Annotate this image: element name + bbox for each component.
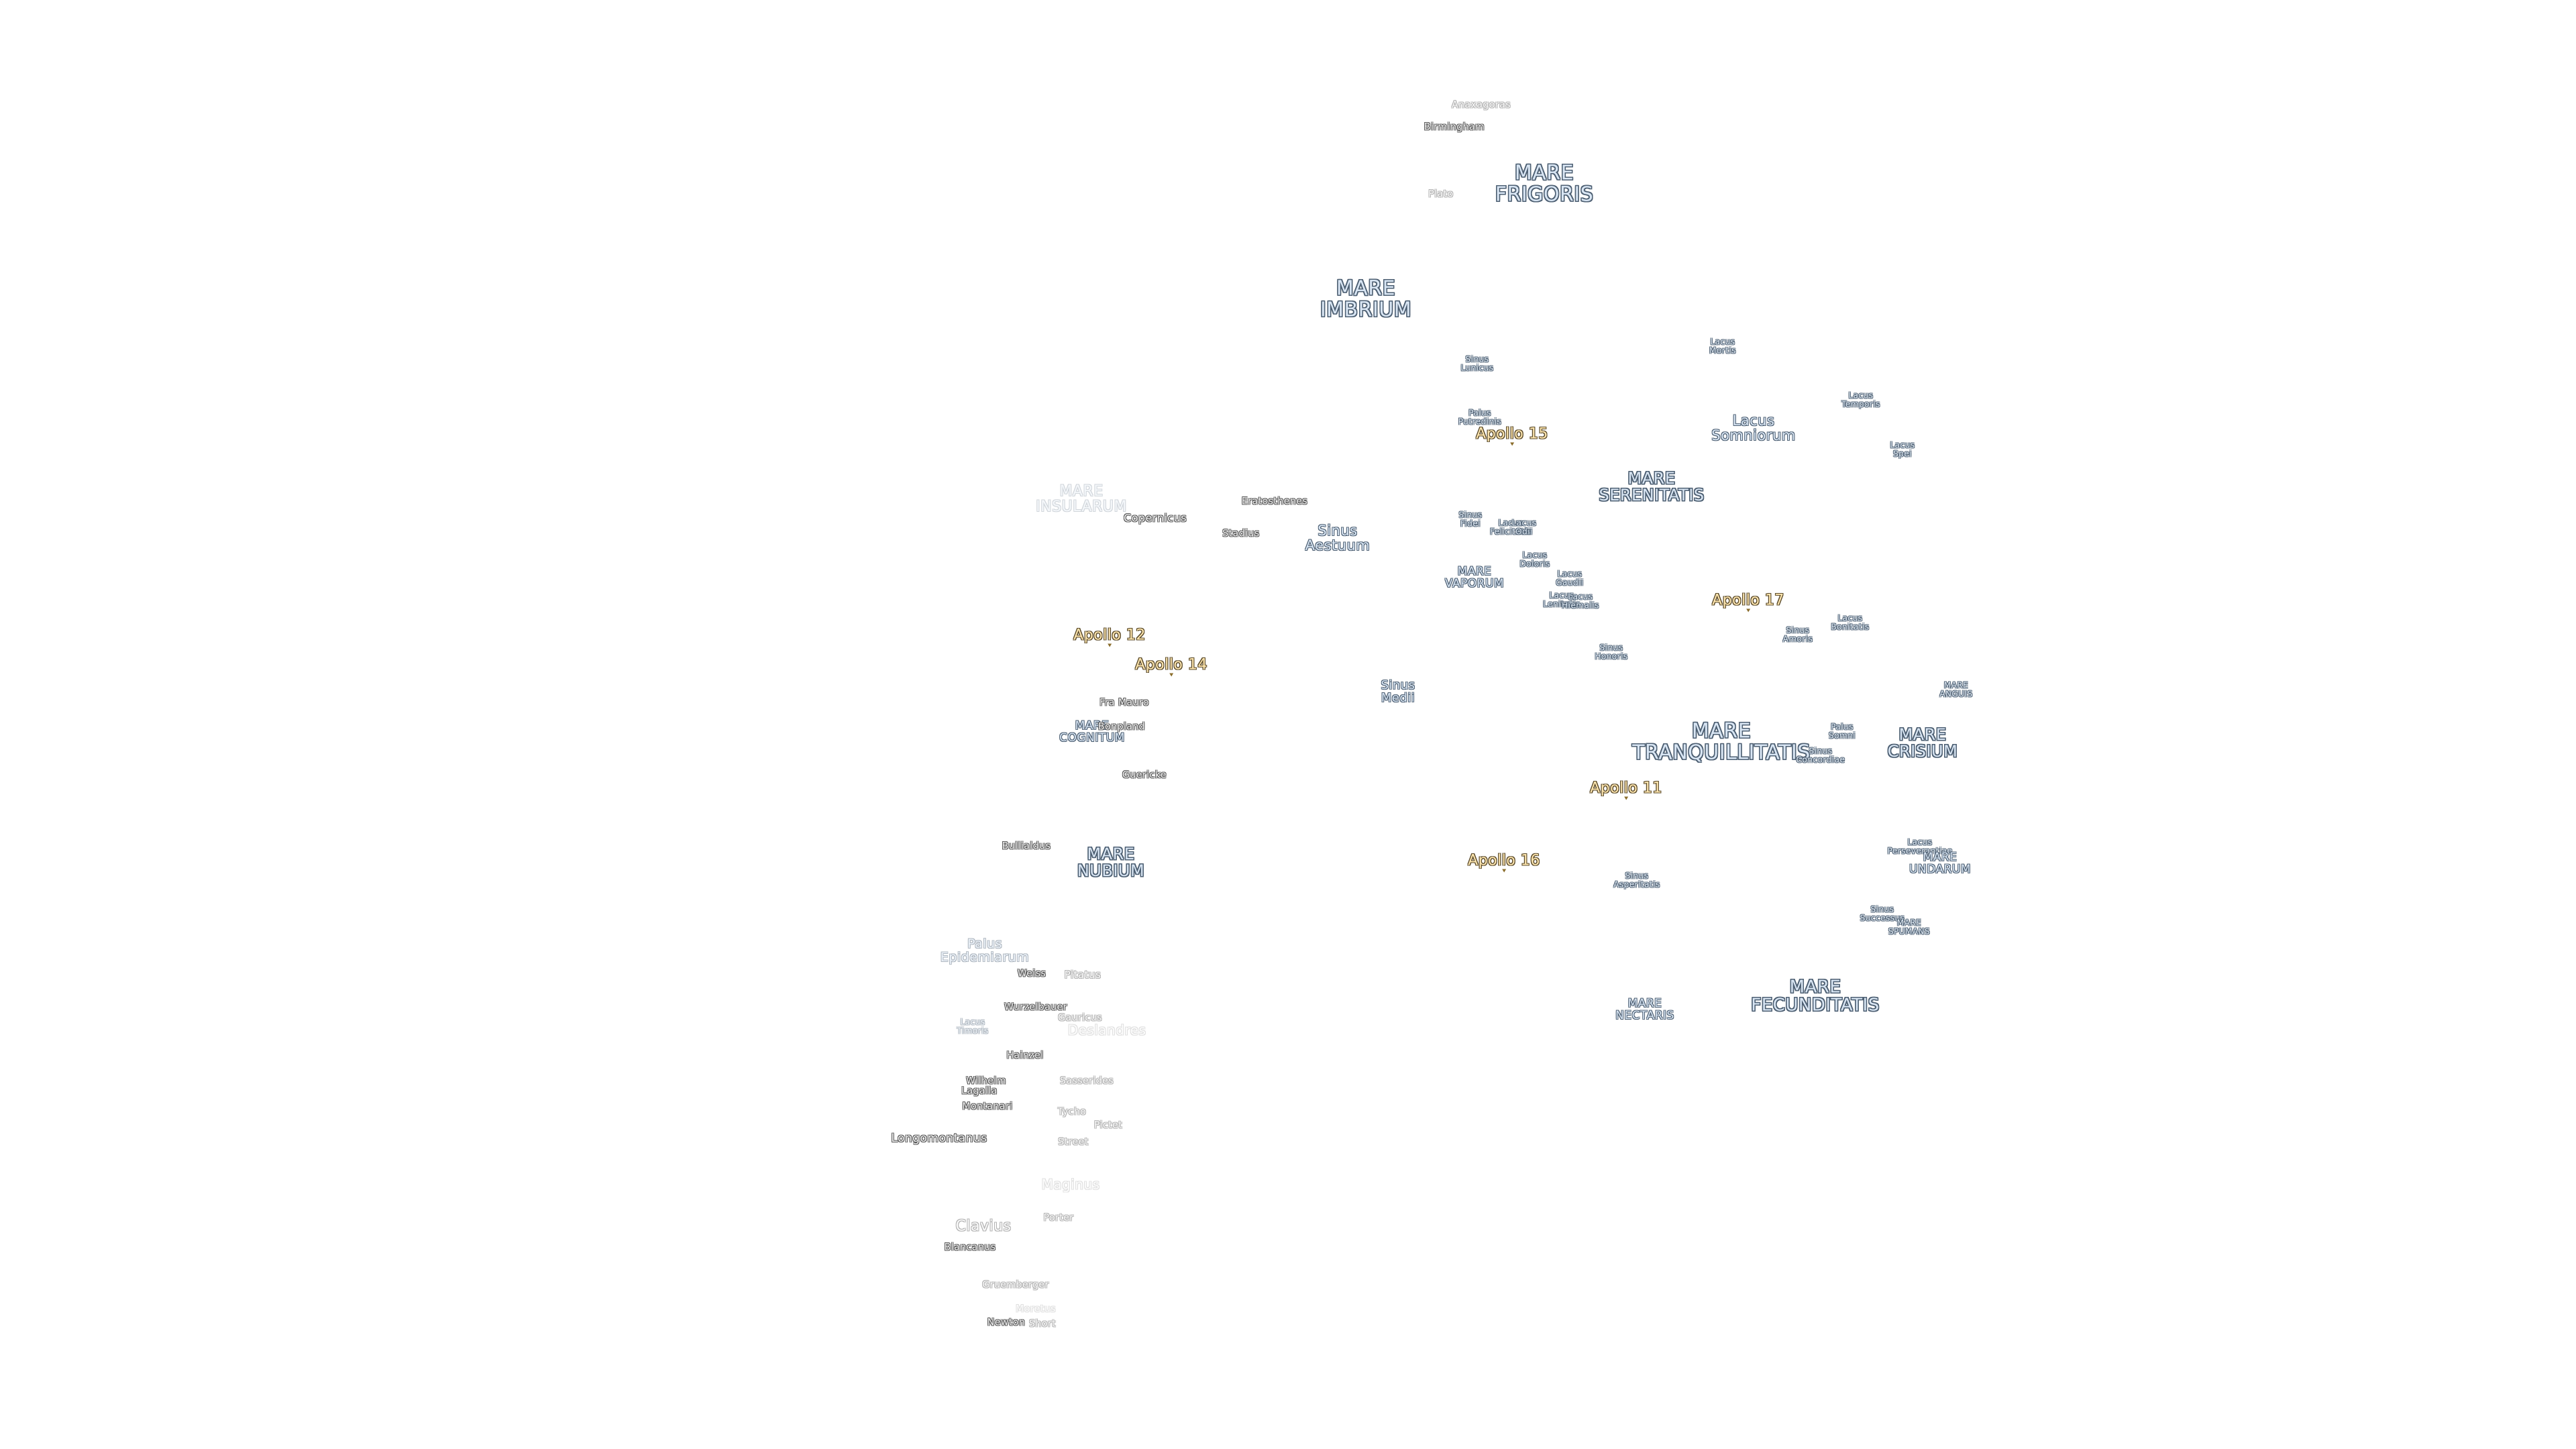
label-sinus-aestuum[interactable]: Sinus Aestuum	[1305, 522, 1371, 553]
landing-pin-icon	[1746, 608, 1750, 612]
label-clavius[interactable]: Clavius	[955, 1218, 1012, 1235]
label-mare-insularum[interactable]: MARE INSULARUM	[1036, 482, 1127, 515]
label-apollo-11[interactable]: Apollo 11	[1590, 780, 1662, 800]
label-apollo-15[interactable]: Apollo 15	[1476, 425, 1548, 446]
landing-pin-icon	[1502, 869, 1506, 873]
label-porter[interactable]: Porter	[1043, 1212, 1074, 1224]
label-sinus-amoris[interactable]: Sinus Amoris	[1782, 625, 1813, 643]
label-gauricus[interactable]: Gauricus	[1058, 1012, 1102, 1024]
label-lacus-lenitatis[interactable]: Lacus Lenitatis	[1543, 590, 1580, 608]
label-mare-vaporum[interactable]: MARE VAPORUM	[1444, 565, 1505, 590]
label-moretus[interactable]: Moretus	[1016, 1303, 1056, 1315]
label-sinus-fidei[interactable]: Sinus Fidei	[1458, 510, 1483, 528]
label-mare-nectaris[interactable]: MARE NECTARIS	[1615, 997, 1674, 1022]
label-mare-nubium[interactable]: MARE NUBIUM	[1077, 844, 1145, 880]
label-mare-spumans[interactable]: MARE SPUMANS	[1888, 918, 1931, 936]
label-deslandres[interactable]: Deslandres	[1067, 1022, 1146, 1038]
label-mare-tranquillitatis[interactable]: MARE TRANQUILLITATIS	[1632, 719, 1811, 764]
label-fra-mauro[interactable]: Fra Mauro	[1099, 697, 1149, 708]
label-lacus-gaudii[interactable]: Lacus Gaudii	[1556, 569, 1584, 587]
label-apollo-12[interactable]: Apollo 12	[1073, 627, 1146, 647]
label-anaxagoras[interactable]: Anaxagoras	[1452, 99, 1511, 111]
label-wilhelm[interactable]: Wilhelm	[966, 1075, 1006, 1087]
label-palus-somni[interactable]: Palus Somni	[1828, 722, 1856, 740]
label-street[interactable]: Street	[1058, 1136, 1089, 1148]
label-lacus-perseverantiae[interactable]: Lacus Perseverantiae	[1887, 837, 1953, 855]
apollo-11-text: Apollo 11	[1590, 780, 1662, 797]
label-lacus-doloris[interactable]: Lacus Doloris	[1519, 550, 1550, 568]
label-lacus-hiemalis[interactable]: Lacus Hiemalis	[1562, 592, 1599, 610]
label-palus-putredinis[interactable]: Palus Putredinis	[1458, 408, 1502, 426]
label-hainzel[interactable]: Hainzel	[1006, 1050, 1044, 1061]
label-eratosthenes[interactable]: Eratosthenes	[1241, 496, 1308, 507]
label-wurzelbauer[interactable]: Wurzelbauer	[1004, 1002, 1068, 1013]
label-mare-serenitatis[interactable]: MARE SERENITATIS	[1599, 468, 1705, 504]
label-blancanus[interactable]: Blancanus	[944, 1242, 996, 1253]
label-pictet[interactable]: Pictet	[1093, 1120, 1123, 1131]
landing-pin-icon	[1624, 796, 1628, 800]
label-newton[interactable]: Newton	[987, 1317, 1026, 1328]
landing-pin-icon	[1169, 673, 1173, 677]
label-apollo-16[interactable]: Apollo 16	[1468, 852, 1540, 873]
label-lagalla[interactable]: Lagalla	[961, 1085, 998, 1097]
label-stadius[interactable]: Stadius	[1222, 528, 1260, 539]
label-mare-fecunditatis[interactable]: MARE FECUNDITATIS	[1751, 977, 1880, 1016]
label-sinus-successus[interactable]: Sinus Successus	[1860, 904, 1905, 922]
label-mare-imbrium[interactable]: MARE IMBRIUM	[1320, 276, 1412, 321]
apollo-16-text: Apollo 16	[1468, 852, 1540, 869]
apollo-17-text: Apollo 17	[1712, 592, 1784, 609]
label-mare-crisium[interactable]: MARE CRISIUM	[1887, 724, 1958, 761]
label-guericke[interactable]: Guericke	[1122, 769, 1167, 781]
apollo-15-text: Apollo 15	[1476, 425, 1548, 443]
label-plato[interactable]: Plato	[1428, 189, 1454, 200]
label-pitatus[interactable]: Pitatus	[1064, 969, 1102, 981]
label-mare-anguis[interactable]: MARE ANGUIS	[1939, 680, 1973, 698]
label-lacus-felicitatis[interactable]: Lacus Felicitatis	[1489, 518, 1532, 536]
label-maginus[interactable]: Maginus	[1041, 1176, 1100, 1193]
label-bonpland[interactable]: Bonpland	[1097, 721, 1146, 733]
label-sinus-medii[interactable]: Sinus Medii	[1381, 678, 1415, 705]
label-mare-frigoris[interactable]: MARE FRIGORIS	[1495, 161, 1594, 206]
label-sasserides[interactable]: Sasserides	[1059, 1075, 1114, 1087]
label-lacus-temporis[interactable]: Lacus Temporis	[1841, 390, 1880, 409]
label-mare-undarum[interactable]: MARE UNDARUM	[1909, 851, 1972, 876]
label-tycho[interactable]: Tycho	[1057, 1106, 1087, 1118]
apollo-12-text: Apollo 12	[1073, 627, 1146, 644]
label-sinus-honoris[interactable]: Sinus Honoris	[1595, 643, 1628, 661]
label-weiss[interactable]: Weiss	[1017, 968, 1046, 979]
label-longomontanus[interactable]: Longomontanus	[891, 1132, 987, 1146]
label-birmingham[interactable]: Birmingham	[1424, 121, 1485, 133]
label-copernicus[interactable]: Copernicus	[1123, 511, 1187, 525]
apollo-14-text: Apollo 14	[1135, 656, 1208, 674]
label-lacus-bonitatis[interactable]: Lacus Bonitatis	[1831, 613, 1870, 631]
label-sinus-asperitatis[interactable]: Sinus Asperitatis	[1613, 871, 1660, 889]
label-sinus-lunicus[interactable]: Sinus Lunicus	[1460, 354, 1494, 372]
label-lacus-spei[interactable]: Lacus Spei	[1890, 440, 1915, 458]
label-mare-cognitum[interactable]: MARE COGNITUM	[1059, 719, 1125, 745]
label-lacus-mortis[interactable]: Lacus Mortis	[1709, 337, 1736, 355]
label-short[interactable]: Short	[1028, 1318, 1057, 1330]
label-palus-epidemiarum[interactable]: Palus Epidemiarum	[940, 936, 1030, 965]
label-lacus-timoris[interactable]: Lacus Timoris	[957, 1017, 989, 1035]
landing-pin-icon	[1510, 442, 1514, 446]
label-montanari[interactable]: Montanari	[962, 1101, 1013, 1112]
label-apollo-17[interactable]: Apollo 17	[1712, 592, 1784, 612]
label-sinus-concordiae[interactable]: Sinus Concordiae	[1796, 746, 1845, 764]
label-gruemberger[interactable]: Gruemberger	[982, 1279, 1049, 1291]
label-bullialdus[interactable]: Bullialdus	[1002, 841, 1051, 852]
label-lacus-somniorum[interactable]: Lacus Somniorum	[1711, 412, 1796, 443]
label-lacus-odii[interactable]: Lacus Odii	[1511, 518, 1537, 536]
label-apollo-14[interactable]: Apollo 14	[1135, 656, 1208, 677]
landing-pin-icon	[1108, 643, 1112, 647]
